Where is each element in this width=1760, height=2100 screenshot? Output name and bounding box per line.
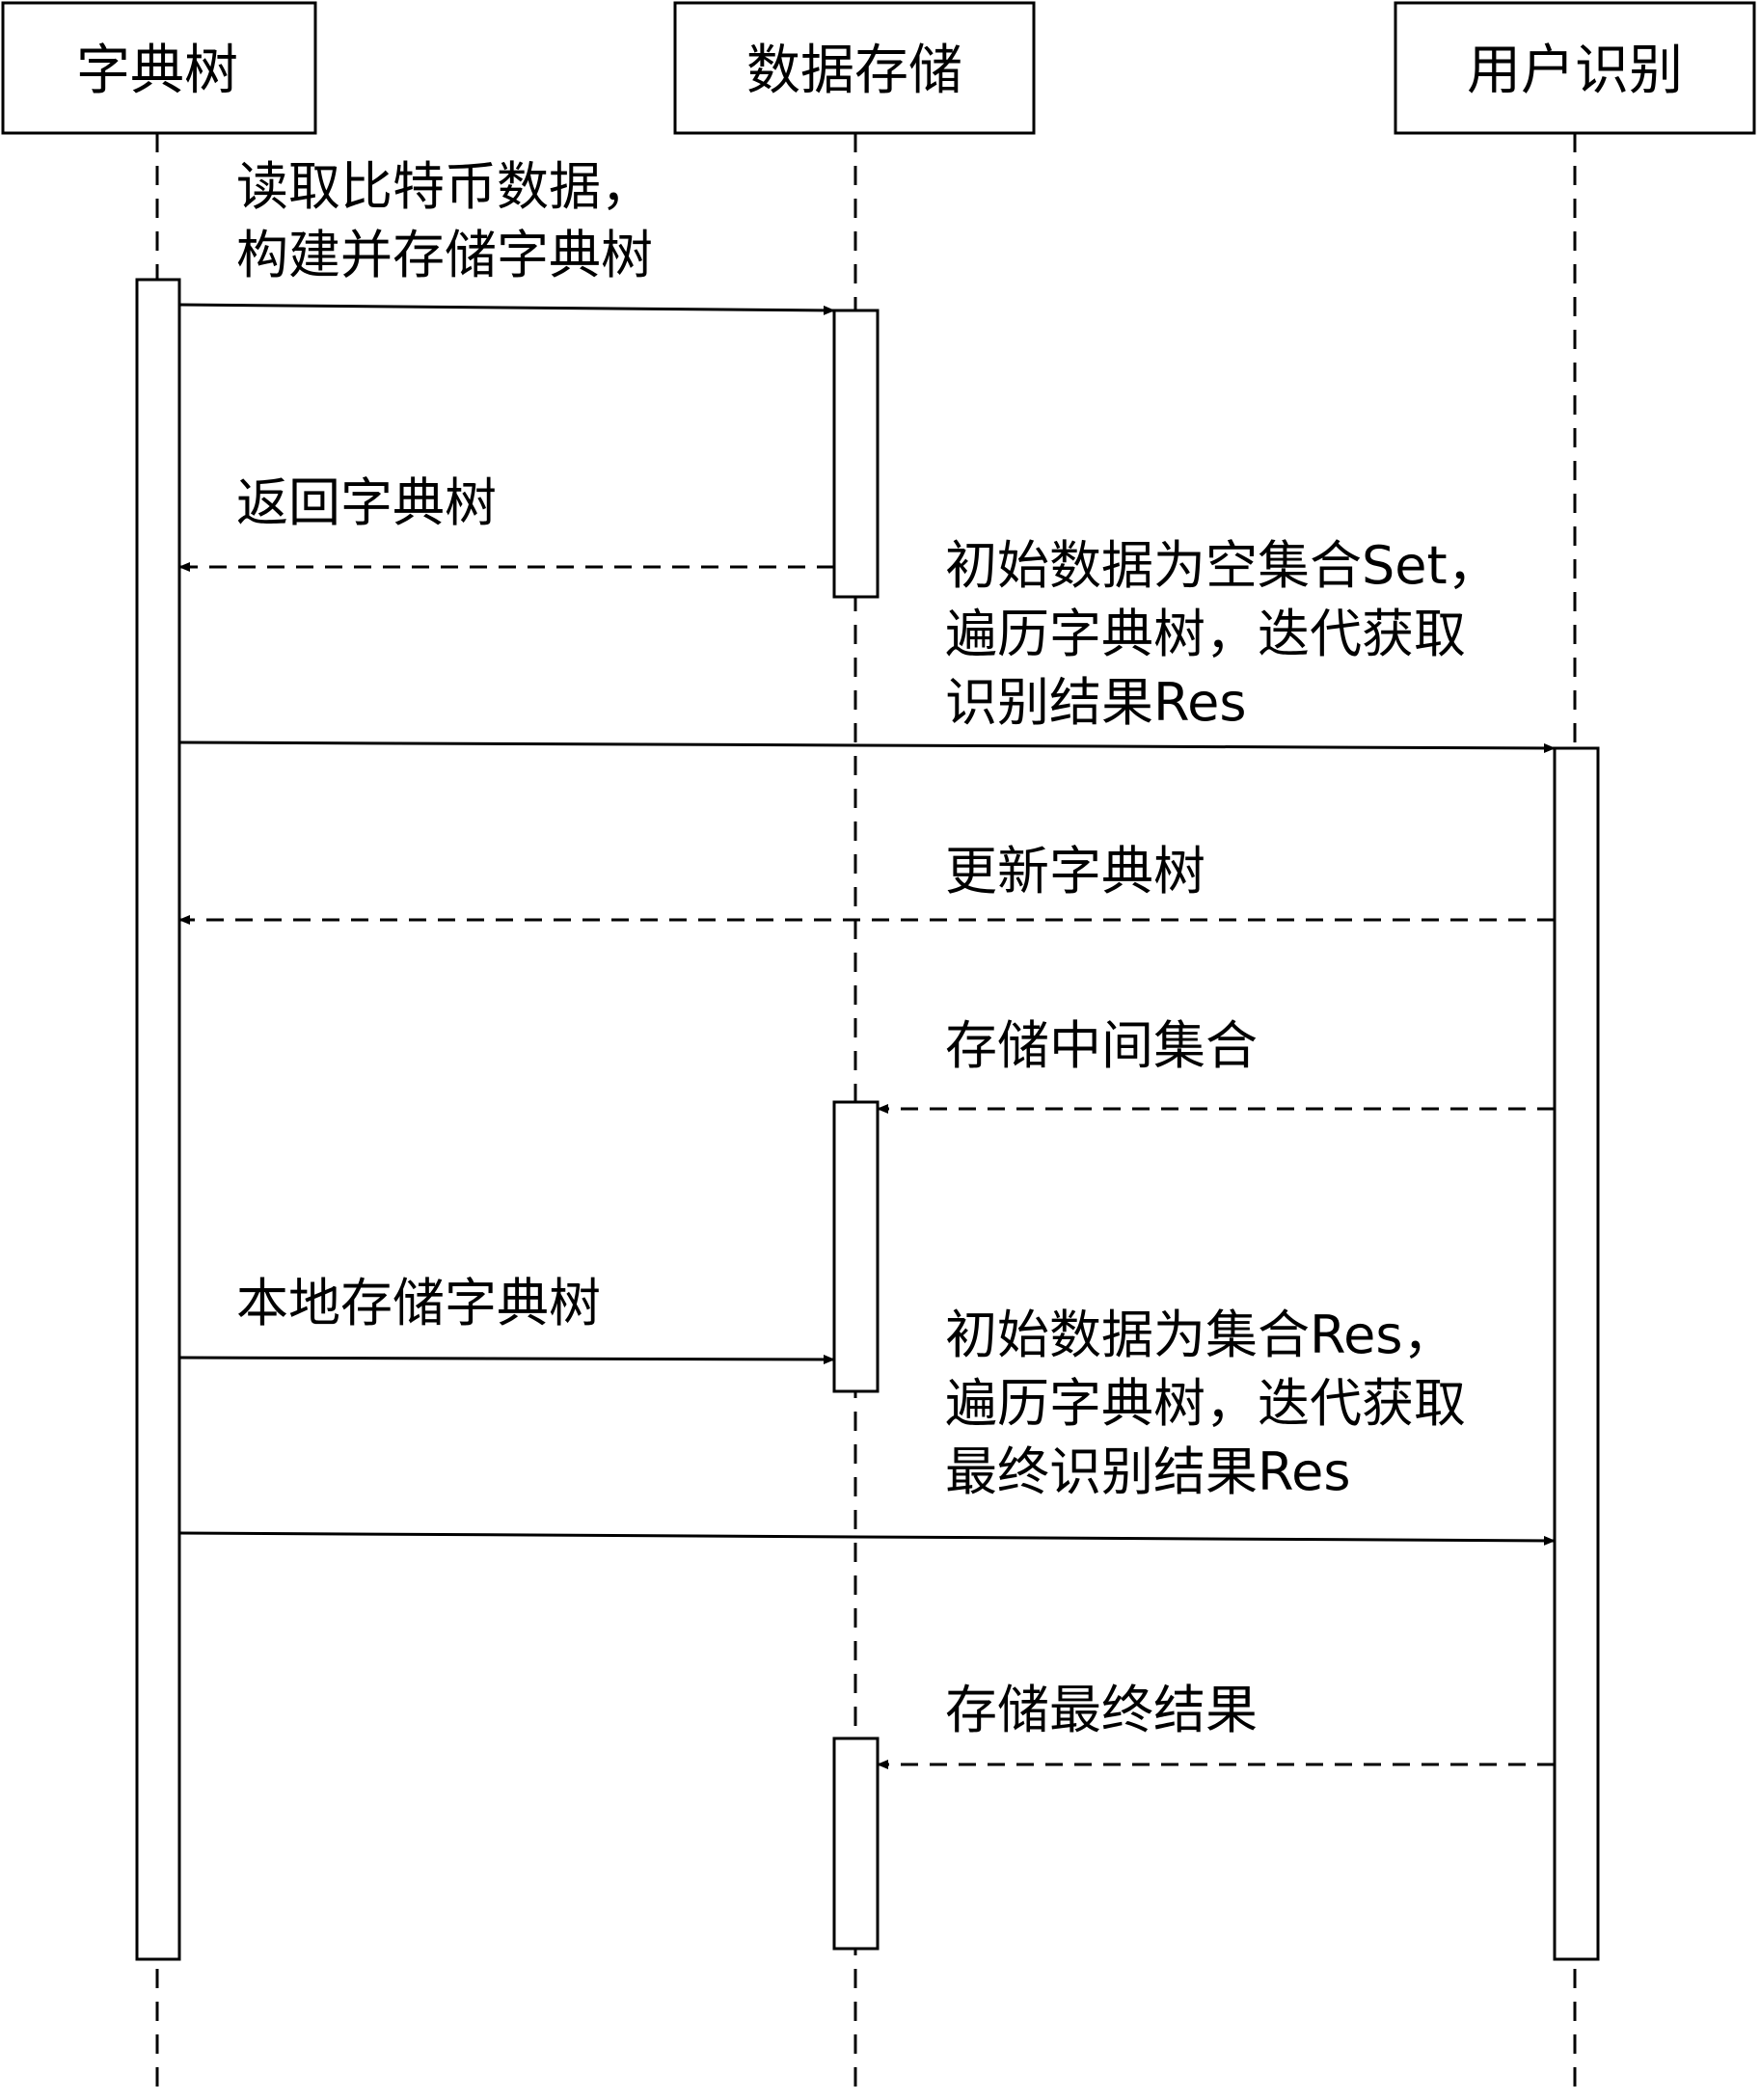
message-1: 读取比特币数据， 构建并存储字典树 bbox=[178, 156, 835, 315]
message-label: 存储中间集合 bbox=[945, 1015, 1258, 1076]
activation-bar-storage bbox=[832, 1737, 880, 1951]
participant-label: 用户识别 bbox=[1467, 40, 1683, 102]
message-label: 更新字典树 bbox=[945, 841, 1205, 902]
message-arrow bbox=[178, 1354, 835, 1364]
message-7: 初始数据为集合Res， 遍历字典树，迭代获取 最终识别结果Res bbox=[178, 1305, 1556, 1546]
message-arrow bbox=[178, 740, 1556, 753]
message-arrow bbox=[178, 303, 835, 315]
participant-label: 数据存储 bbox=[746, 40, 962, 102]
participant-user-id: 用户识别 bbox=[1394, 1, 1756, 135]
message-label: 初始数据为集合Res， bbox=[945, 1305, 1454, 1365]
message-5: 存储中间集合 bbox=[877, 1015, 1555, 1114]
participant-label: 字典树 bbox=[76, 40, 238, 102]
activation-bar-storage bbox=[832, 309, 880, 599]
message-label: 最终识别结果Res bbox=[945, 1441, 1350, 1502]
message-label: 返回字典树 bbox=[236, 472, 497, 533]
message-2: 返回字典树 bbox=[178, 472, 834, 572]
message-arrow bbox=[178, 1531, 1556, 1546]
message-3: 初始数据为空集合Set， 遍历字典树，迭代获取 识别结果Res bbox=[178, 535, 1556, 753]
activation-bar-user-id bbox=[1553, 746, 1600, 1961]
message-label: 构建并存储字典树 bbox=[236, 225, 653, 285]
activation-bar-storage bbox=[832, 1100, 880, 1393]
participant-storage: 数据存储 bbox=[673, 1, 1036, 135]
message-label: 存储最终结果 bbox=[945, 1680, 1258, 1740]
message-label: 遍历字典树，迭代获取 bbox=[945, 1373, 1466, 1434]
participant-trie: 字典树 bbox=[1, 1, 317, 135]
message-6: 本地存储字典树 bbox=[178, 1273, 835, 1364]
message-label: 本地存储字典树 bbox=[236, 1273, 601, 1333]
message-label: 识别结果Res bbox=[945, 672, 1246, 733]
message-label: 遍历字典树，迭代获取 bbox=[945, 604, 1466, 664]
message-label: 读取比特币数据， bbox=[236, 156, 653, 217]
message-8: 存储最终结果 bbox=[877, 1680, 1555, 1769]
activation-bar-trie bbox=[135, 278, 181, 1961]
message-label: 初始数据为空集合Set， bbox=[945, 535, 1500, 596]
message-4: 更新字典树 bbox=[178, 841, 1555, 925]
